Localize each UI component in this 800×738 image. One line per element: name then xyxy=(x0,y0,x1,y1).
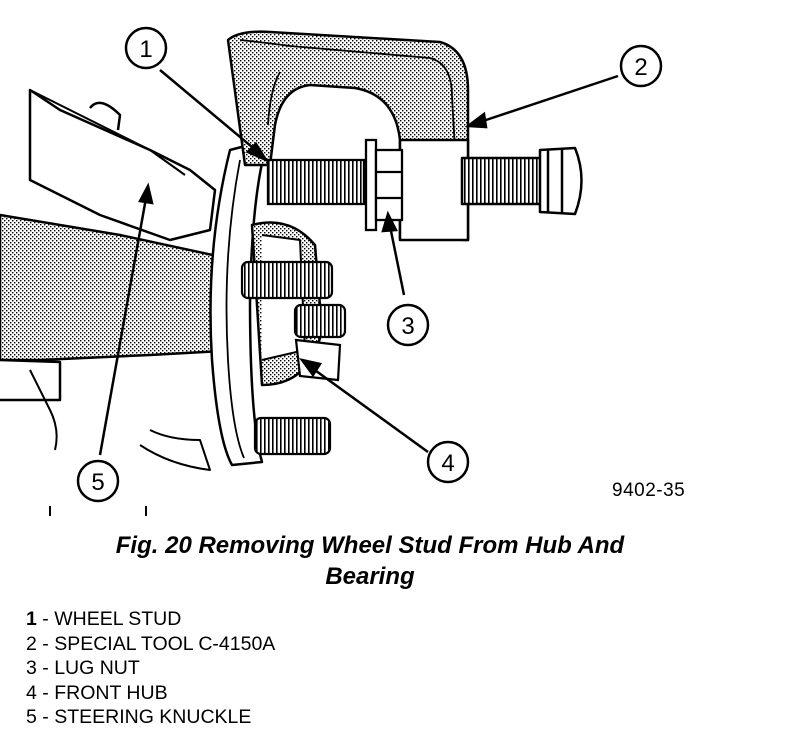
caption-line-2: Bearing xyxy=(325,563,415,590)
caption-line-1: Fig. 20 Removing Wheel Stud From Hub And xyxy=(115,532,625,559)
legend-number: 1 xyxy=(26,608,37,630)
steering-knuckle xyxy=(0,88,252,471)
legend-item: 2 - SPECIAL TOOL C-4150A xyxy=(26,632,276,655)
legend-number: 2 xyxy=(26,632,37,655)
callout-4-number: 4 xyxy=(441,450,454,477)
legend-number: 5 xyxy=(26,706,37,729)
baseline-ticks xyxy=(49,506,147,516)
callout-3: 3 xyxy=(386,303,430,347)
legend-label: LUG NUT xyxy=(54,657,140,680)
callout-1-number: 1 xyxy=(139,36,152,63)
callout-5: 5 xyxy=(76,459,120,503)
lug-nut xyxy=(266,138,404,232)
legend-label: STEERING KNUCKLE xyxy=(54,706,252,729)
legend-label: WHEEL STUD xyxy=(54,608,182,630)
wheel-studs xyxy=(240,260,347,456)
callout-2-number: 2 xyxy=(634,54,647,81)
figure-caption: Fig. 20 Removing Wheel Stud From Hub And… xyxy=(40,530,700,592)
legend-label: FRONT HUB xyxy=(54,681,168,704)
callout-2: 2 xyxy=(619,44,663,88)
callout-5-number: 5 xyxy=(91,469,104,496)
figure-code: 9402-35 xyxy=(612,480,686,501)
legend-item: 5 - STEERING KNUCKLE xyxy=(26,706,252,729)
legend-number: 4 xyxy=(26,681,37,704)
legend-label: SPECIAL TOOL C-4150A xyxy=(54,632,276,655)
wheel-stud-removal-illustration: 1 2 3 4 5 xyxy=(0,26,663,516)
legend-number: 3 xyxy=(26,657,37,680)
special-tool-c4150a xyxy=(226,30,583,242)
legend-item: 1 - WHEEL STUD xyxy=(26,608,182,630)
leader-lines xyxy=(98,69,619,456)
callout-4: 4 xyxy=(426,440,470,484)
callout-1: 1 xyxy=(124,26,168,70)
callout-3-number: 3 xyxy=(401,313,414,340)
legend: 1 - WHEEL STUD 2 - SPECIAL TOOL C-4150A … xyxy=(26,607,275,730)
legend-item: 3 - LUG NUT xyxy=(26,657,140,680)
legend-item: 4 - FRONT HUB xyxy=(26,681,168,704)
